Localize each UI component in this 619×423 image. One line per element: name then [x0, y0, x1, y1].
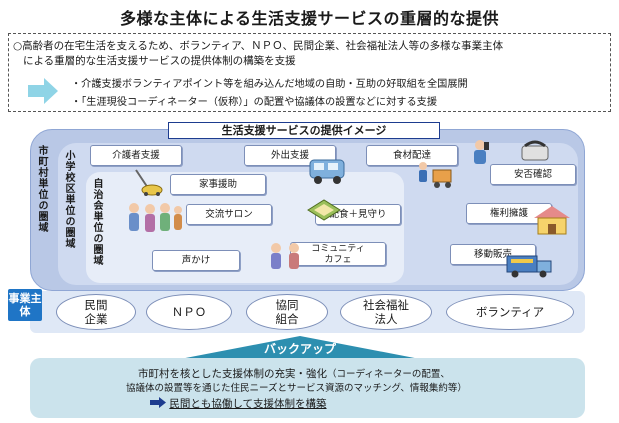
- phone-person-icon: [474, 140, 489, 164]
- service-community-cafe-line-2: カフェ: [324, 255, 352, 265]
- intro-bullet-2: ・「生涯現役コーディネーター（仮称）」の配置や協議体の設置などに対する支援: [71, 97, 438, 108]
- delivery-cart-icon: [419, 162, 452, 188]
- backup-label: バックアップ: [263, 342, 336, 356]
- service-caregiver-support: 介護者支援: [90, 145, 182, 166]
- actors-tag: 事業主体: [8, 289, 42, 321]
- actor-label-line-1: 社会福祉: [363, 298, 409, 312]
- area-label-municipal: 市町村単位の圏域: [36, 145, 47, 233]
- actor-label-line-2: 法人: [374, 312, 398, 326]
- arrow-right-icon: [150, 397, 166, 408]
- service-rights-advocacy: 権利擁護: [466, 203, 552, 224]
- support-line-1-main: 市町村を核とした支援体制の充実・強化: [138, 368, 327, 380]
- service-community-cafe: コミュニティ カフェ: [290, 242, 386, 266]
- intro-bullet-1: ・介護支援ボランティアポイント等を組み込んだ地域の自助・互助の好取組を全国展開: [71, 79, 468, 90]
- actor-label-line-2: 企業: [84, 312, 108, 326]
- actor-label-line-1: ＮＰＯ: [171, 305, 207, 319]
- cafe-people-icon: [271, 243, 299, 269]
- actor-label-line-1: 協同: [275, 298, 299, 312]
- actor-label-line-1: 民間: [84, 298, 108, 312]
- support-line-3: 民間とも協働して支援体制を構築: [150, 396, 327, 411]
- area-label-neighborhood: 自治会単位の圏域: [91, 178, 102, 266]
- intro-line-1: ○高齢者の在宅生活を支えるため、ボランティア、ＮＰＯ、民間企業、社会福祉法人等の…: [13, 40, 504, 52]
- meal-box-icon: [307, 199, 341, 221]
- support-line-1-note: （コーディネーターの配置、: [327, 369, 450, 380]
- mobile-sales-truck-icon: [506, 255, 552, 278]
- service-salon: 交流サロン: [186, 204, 272, 225]
- service-greeting: 声かけ: [152, 250, 240, 271]
- service-food-delivery: 食材配達: [366, 145, 458, 166]
- phone-icon: [521, 140, 549, 161]
- right-arrow-icon: [28, 78, 58, 104]
- intro-box: ○高齢者の在宅生活を支えるため、ボランティア、ＮＰＯ、民間企業、社会福祉法人等の…: [8, 33, 611, 112]
- support-line-2: 協議体の設置等を通じた住民ニーズとサービス資源のマッチング、情報集約等）: [126, 383, 467, 394]
- vacuum-cleaner-icon: [135, 169, 163, 196]
- intro-line-2: による重層的な生活支援サービスの提供体制の構築を支援: [23, 55, 296, 67]
- wheelchair-van-icon: [309, 159, 345, 184]
- actor-social-welfare-corp: 社会福祉法人: [340, 294, 432, 330]
- seniors-group-icon: [129, 203, 182, 232]
- support-line-1: 市町村を核とした支援体制の充実・強化（コーディネーターの配置、: [138, 366, 450, 381]
- actor-label-line-2: 組合: [275, 312, 299, 326]
- area-label-school: 小学校区単位の圏域: [63, 150, 74, 249]
- up-arrow-icon: [175, 336, 425, 360]
- actor-volunteer: ボランティア: [446, 294, 574, 330]
- service-community-cafe-line-1: コミュニティ: [311, 244, 365, 254]
- page-title: 多様な主体による生活支援サービスの重層的な提供: [119, 9, 500, 28]
- actor-cooperative: 協同組合: [246, 294, 328, 330]
- service-housework: 家事援助: [170, 174, 266, 195]
- service-safety-check: 安否確認: [490, 164, 576, 185]
- actor-private-company: 民間企業: [56, 294, 136, 330]
- image-banner: 生活支援サービスの提供イメージ: [168, 122, 440, 139]
- actor-npo: ＮＰＯ: [146, 294, 232, 330]
- house-icon: [534, 206, 570, 235]
- support-line-3-text: 民間とも協働して支援体制を構築: [169, 398, 327, 410]
- support-system-box: 市町村を核とした支援体制の充実・強化（コーディネーターの配置、 協議体の設置等を…: [30, 358, 585, 418]
- actor-label-line-1: ボランティア: [475, 305, 545, 319]
